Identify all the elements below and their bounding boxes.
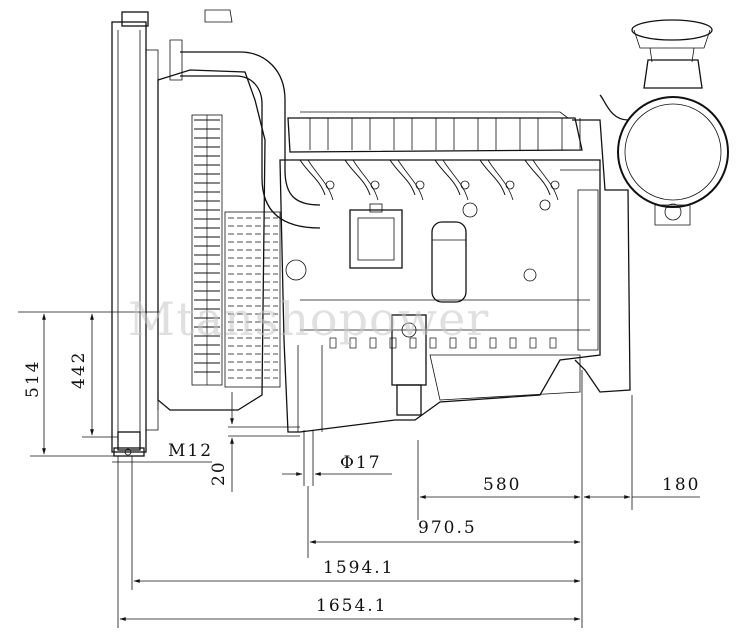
radiator — [111, 11, 159, 457]
air-filter — [599, 19, 729, 226]
dim-180: 180 — [662, 475, 700, 495]
watermark: Mtanshopower — [128, 292, 489, 346]
dim-phi17: Φ17 — [340, 453, 382, 473]
dim-m12: M12 — [168, 441, 213, 461]
dim-1654-1: 1654.1 — [316, 596, 387, 616]
intake-pipe — [169, 9, 321, 229]
dim-1594-1: 1594.1 — [323, 558, 394, 578]
dimension-lines — [18, 311, 700, 628]
dim-514: 514 — [23, 360, 43, 398]
dim-20: 20 — [209, 460, 229, 486]
dim-970-5: 970.5 — [418, 518, 477, 538]
dim-580: 580 — [483, 475, 521, 495]
engine-block — [279, 111, 631, 433]
dim-442: 442 — [69, 351, 89, 389]
fan-shroud — [157, 69, 281, 411]
